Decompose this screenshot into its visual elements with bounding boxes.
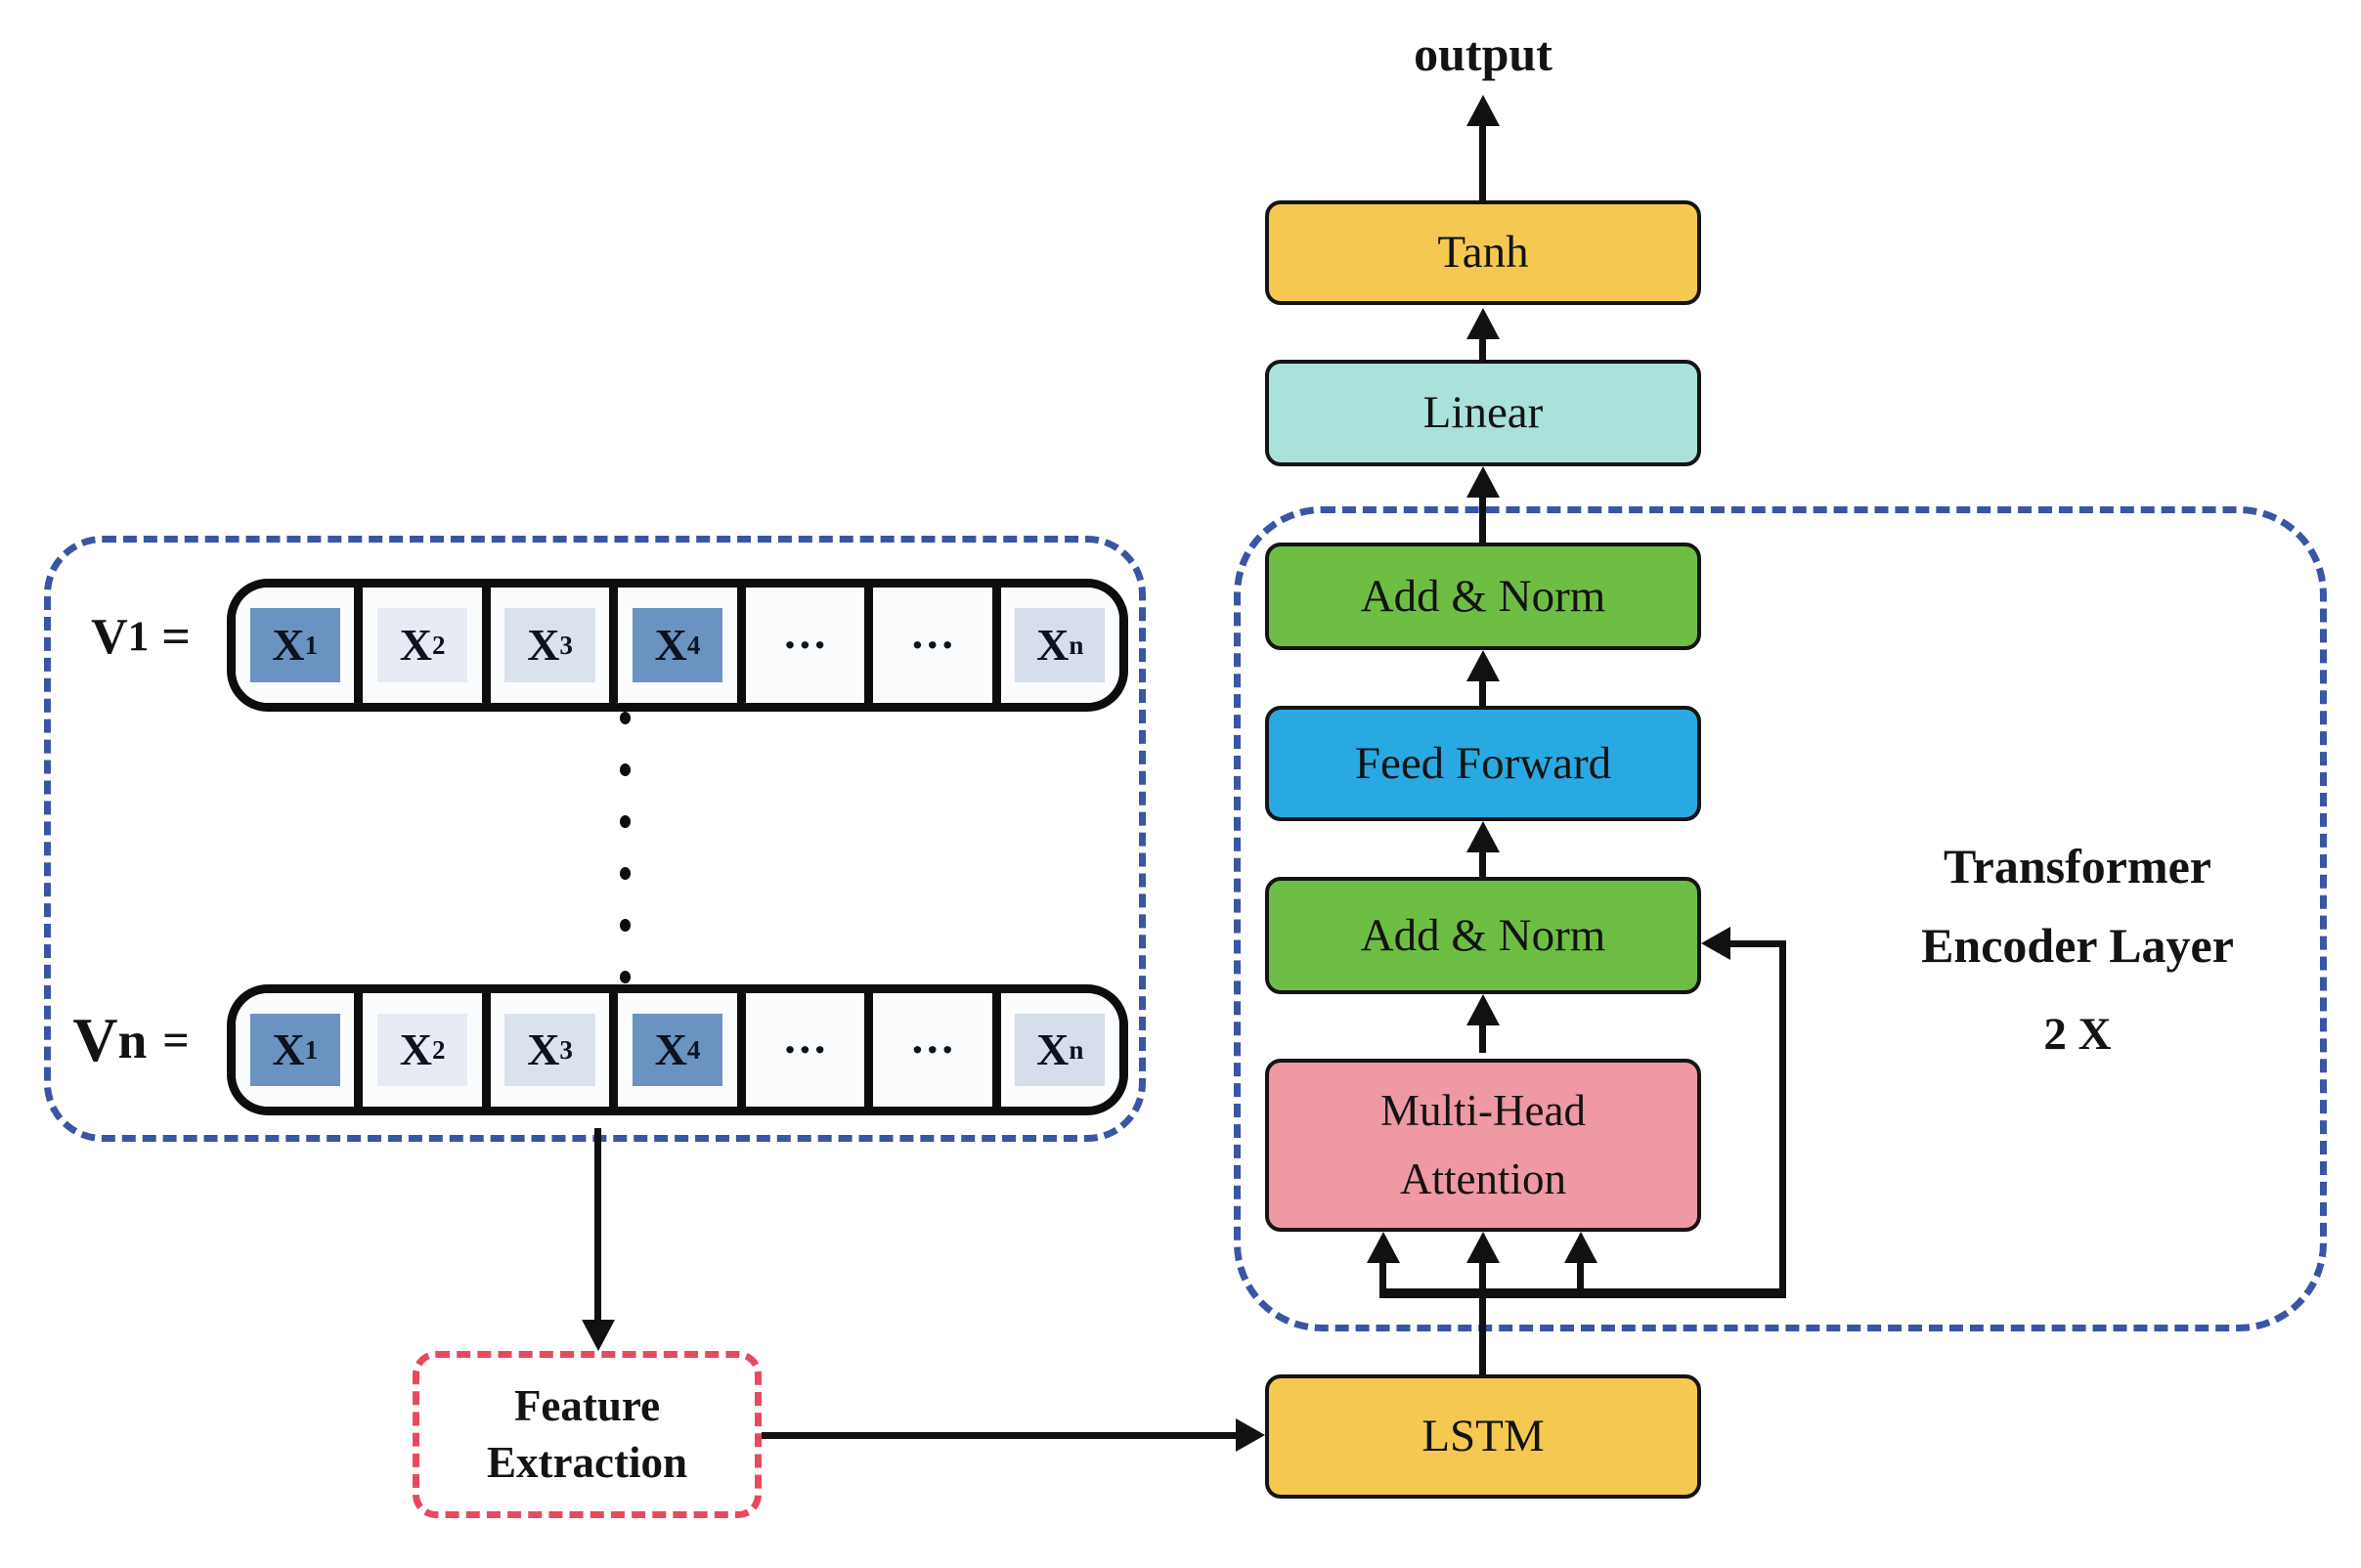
cell-text: X <box>399 620 432 671</box>
tanh-label: Tanh <box>1437 227 1529 279</box>
vn-equals: = <box>162 1014 190 1067</box>
lstm-box: LSTM <box>1265 1374 1701 1499</box>
linear-label: Linear <box>1422 387 1544 439</box>
encoder-note-line3: 2 X <box>2043 1009 2112 1060</box>
cell-text: X <box>399 1024 432 1075</box>
residual-horizontal-line <box>1728 940 1786 947</box>
cell-text: ··· <box>782 620 828 671</box>
dot <box>620 712 631 724</box>
arrow-linear-to-tanh <box>1479 333 1486 360</box>
mha-label-line1: Multi-Head <box>1380 1085 1586 1135</box>
feature-extraction-line1: Feature <box>513 1380 661 1430</box>
dot <box>620 763 631 776</box>
arrow-feature-extraction-to-lstm <box>755 1432 1238 1439</box>
dot <box>620 867 631 880</box>
cell-text: ··· <box>782 1024 828 1075</box>
arrowhead-right-icon <box>1236 1418 1265 1452</box>
arrowhead-down-icon <box>582 1320 615 1351</box>
cell-text: X <box>1036 620 1070 671</box>
encoder-note-line2: Encoder Layer <box>1921 918 2234 973</box>
arrow-vectors-to-feature-extraction <box>594 1128 601 1322</box>
cell-text: X <box>654 620 687 671</box>
cell-text: X <box>527 1024 560 1075</box>
add-norm-top-label: Add & Norm <box>1360 570 1606 622</box>
mha-input-center-line <box>1479 1257 1486 1374</box>
arrow-feedforward-to-addnorm <box>1479 675 1486 706</box>
residual-vertical-line <box>1779 940 1786 1298</box>
mha-input-right-line <box>1577 1257 1584 1296</box>
transformer-encoder-note: Transformer Encoder Layer 2 X <box>1848 827 2307 1071</box>
vector-cell-ellipsis: ··· <box>864 993 992 1107</box>
dot <box>620 971 631 983</box>
feed-forward-box: Feed Forward <box>1265 706 1701 821</box>
arrow-tanh-to-output <box>1479 120 1486 200</box>
cell-text: X <box>1036 1024 1070 1075</box>
add-norm-bottom-box: Add & Norm <box>1265 877 1701 994</box>
encoder-note-line1: Transformer <box>1944 839 2211 893</box>
cell-text: X <box>527 620 560 671</box>
cell-text: X <box>272 1024 305 1075</box>
feature-extraction-line2: Extraction <box>487 1437 687 1487</box>
vn-base: V <box>72 1005 118 1074</box>
v1-base: V <box>91 608 128 665</box>
vector-cell-ellipsis: ··· <box>736 993 865 1107</box>
linear-box: Linear <box>1265 360 1701 466</box>
cell-text: X <box>272 620 305 671</box>
vector-cell-ellipsis: ··· <box>736 588 865 703</box>
dot <box>620 815 631 828</box>
tanh-box: Tanh <box>1265 200 1701 305</box>
add-norm-bottom-label: Add & Norm <box>1360 909 1606 961</box>
transformer-encoder-dashed-box <box>1234 506 2327 1331</box>
dot <box>620 919 631 932</box>
multi-head-attention-box: Multi-Head Attention <box>1265 1059 1701 1232</box>
cell-text: ··· <box>909 1024 955 1075</box>
mha-branch-line <box>1379 1288 1786 1298</box>
feature-extraction-box: Feature Extraction <box>413 1351 762 1518</box>
mha-input-left-line <box>1379 1257 1386 1296</box>
vertical-ellipsis-dots <box>620 712 631 983</box>
arrow-mha-to-addnorm2 <box>1479 1020 1486 1053</box>
add-norm-top-box: Add & Norm <box>1265 543 1701 650</box>
cell-text: X <box>654 1024 687 1075</box>
output-label: output <box>1414 26 1552 81</box>
arrow-addnorm-to-linear <box>1479 492 1486 543</box>
lstm-label: LSTM <box>1421 1411 1545 1462</box>
arrow-addnorm2-to-feedforward <box>1479 847 1486 877</box>
vector-cell-ellipsis: ··· <box>864 588 992 703</box>
feed-forward-label: Feed Forward <box>1354 737 1612 789</box>
v1-equals: = <box>161 608 191 665</box>
arrowhead-left-icon <box>1701 927 1730 960</box>
cell-text: ··· <box>909 620 955 671</box>
mha-label-line2: Attention <box>1400 1154 1566 1203</box>
